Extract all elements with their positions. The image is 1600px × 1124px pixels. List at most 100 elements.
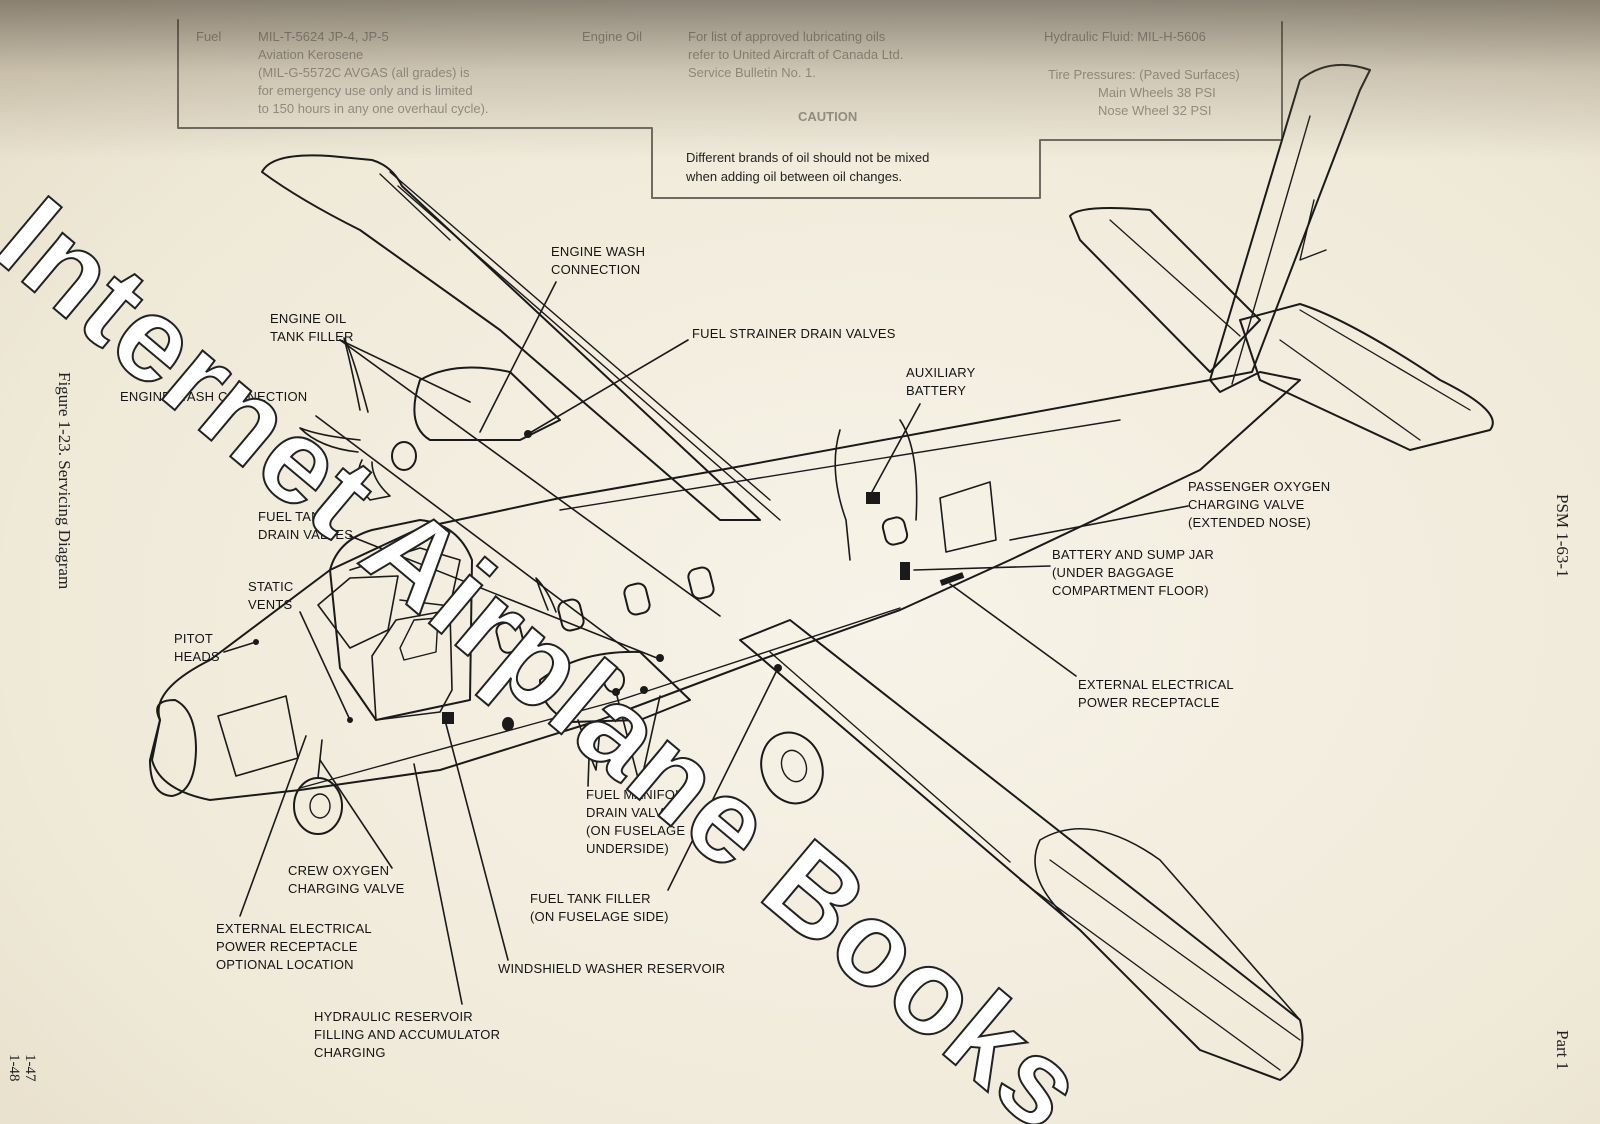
nose-gear-wheel — [293, 777, 343, 835]
header-box-outline — [177, 19, 1283, 199]
leader-hydraulic — [413, 763, 463, 1005]
callout-line: CHARGING VALVE — [1188, 497, 1305, 512]
callout-line: CHARGING VALVE — [288, 881, 405, 896]
leader-engine-oil-left — [339, 339, 721, 617]
callout-engine-wash-connection-top: ENGINE WASH CONNECTION — [551, 243, 645, 279]
left-propeller-blade — [299, 427, 361, 453]
callout-line: HYDRAULIC RESERVOIR — [314, 1009, 473, 1024]
cabin-door — [371, 609, 453, 721]
left-wing-flap-line — [379, 173, 451, 241]
left-wing-flap-line — [397, 185, 781, 521]
callout-engine-oil-tank-filler: ENGINE OIL TANK FILLER — [270, 310, 354, 346]
cabin-window — [881, 516, 909, 546]
right-horizontal-stabilizer — [1239, 303, 1494, 451]
callout-line: (UNDER BAGGAGE — [1052, 565, 1174, 580]
cabin-window — [623, 582, 651, 616]
power-receptacle-marker — [939, 572, 965, 586]
callout-line: (EXTENDED NOSE) — [1188, 515, 1311, 530]
callout-external-power-optional-location: EXTERNAL ELECTRICAL POWER RECEPTACLE OPT… — [216, 920, 372, 974]
cockpit-side-window — [399, 617, 439, 661]
rear-cabin-bulkhead — [834, 429, 851, 561]
leader-fuel-strainer — [527, 339, 689, 435]
nose-cone — [149, 699, 197, 797]
callout-line: STATIC — [248, 579, 294, 594]
leader-auxiliary-battery — [871, 403, 921, 493]
callout-external-power-receptacle: EXTERNAL ELECTRICAL POWER RECEPTACLE — [1078, 676, 1234, 712]
rudder-trim-tab — [1299, 199, 1327, 261]
leader-engine-wash-top — [479, 281, 557, 433]
cockpit-canopy — [329, 519, 473, 721]
callout-line: ENGINE OIL — [270, 311, 347, 326]
nose-gear-strut — [317, 739, 323, 779]
leader-static-vents — [299, 611, 351, 721]
fuselage-spine-line — [559, 419, 1121, 511]
auxiliary-battery-marker — [866, 492, 880, 504]
callout-line: COMPARTMENT FLOOR) — [1052, 583, 1209, 598]
callout-line: EXTERNAL ELECTRICAL — [216, 921, 372, 936]
callout-line: POWER RECEPTACLE — [1078, 695, 1220, 710]
callout-engine-wash-connection-left: ENGINE WASH CONNECTION — [120, 388, 307, 406]
leader-passenger-oxygen — [1009, 505, 1189, 541]
engine-oil-marker — [640, 686, 648, 694]
callout-line: POWER RECEPTACLE — [216, 939, 358, 954]
callout-line: CREW OXYGEN — [288, 863, 390, 878]
rudder-hinge-line — [1231, 115, 1311, 385]
leader-ext-power-optional — [239, 735, 307, 917]
callout-fuel-strainer-drain-valves: FUEL STRAINER DRAIN VALVES — [692, 325, 896, 343]
main-gear-hub — [780, 749, 808, 783]
callout-line: OPTIONAL LOCATION — [216, 957, 354, 972]
callout-auxiliary-battery: AUXILIARY BATTERY — [906, 364, 975, 400]
service-point-markers — [253, 430, 965, 731]
callout-line: UNDERSIDE) — [586, 841, 669, 856]
right-elevator-line — [1279, 339, 1421, 441]
callout-line: EXTERNAL ELECTRICAL — [1078, 677, 1234, 692]
cabin-window — [557, 598, 585, 632]
right-propeller-blade — [535, 577, 557, 613]
figure-caption: Figure 1-23. Servicing Diagram — [55, 372, 74, 590]
callout-line: FUEL TANK — [258, 509, 330, 524]
callout-line: CONNECTION — [551, 262, 641, 277]
leader-manifold-3 — [639, 695, 661, 787]
fuel-tank-filler-marker — [502, 717, 514, 731]
part-label: Part 1 — [1553, 1030, 1572, 1071]
page-numbers: 1-47 1-48 — [6, 1054, 38, 1082]
leader-fuel-tank-drain — [349, 535, 663, 661]
leader-lines — [223, 281, 1189, 1005]
right-elevator-line — [1299, 309, 1471, 411]
callout-line: FUEL STRAINER DRAIN VALVES — [692, 326, 896, 341]
fuselage-outline — [151, 371, 1301, 801]
left-engine-nacelle — [413, 366, 561, 441]
battery-sump-marker — [900, 562, 910, 580]
callout-hydraulic-reservoir: HYDRAULIC RESERVOIR FILLING AND ACCUMULA… — [314, 1008, 500, 1062]
callout-line: FUEL MANIFOLD — [586, 787, 693, 802]
left-engine-spinner — [391, 441, 417, 471]
left-horizontal-stabilizer — [1069, 207, 1261, 373]
rear-door — [939, 481, 997, 553]
right-wing-flap-line — [1019, 879, 1281, 1071]
right-wing-tip — [1034, 828, 1301, 1021]
nose-access-panel — [217, 695, 299, 777]
left-propeller-blade — [343, 337, 369, 413]
callout-line: HEADS — [174, 649, 220, 664]
leader-windshield-washer — [445, 723, 509, 961]
callout-line: BATTERY — [906, 383, 967, 398]
callout-fuel-manifold-drain-valves: FUEL MANIFOLD DRAIN VALVES (ON FUSELAGE … — [586, 786, 692, 858]
callout-line: AUXILIARY — [906, 365, 976, 380]
cabin-window — [495, 620, 525, 654]
callout-line: PASSENGER OXYGEN — [1188, 479, 1331, 494]
left-elevator-line — [1109, 219, 1241, 337]
leader-engine-oil-right — [339, 339, 471, 403]
callout-line: BATTERY AND SUMP JAR — [1052, 547, 1214, 562]
callout-line: (ON FUSELAGE SIDE) — [530, 909, 669, 924]
fuselage-belly-line — [299, 607, 901, 789]
callout-line: FUEL TANK FILLER — [530, 891, 651, 906]
callout-line: VENTS — [248, 597, 293, 612]
callout-battery-and-sump-jar: BATTERY AND SUMP JAR (UNDER BAGGAGE COMP… — [1052, 546, 1214, 600]
main-gear-wheel — [760, 731, 824, 805]
callout-windshield-washer-reservoir: WINDSHIELD WASHER RESERVOIR — [498, 960, 725, 978]
right-wing-leading-edge — [769, 651, 1011, 863]
left-propeller-blade — [357, 459, 391, 501]
left-wing-flap-line — [389, 171, 771, 501]
leader-ext-power-right — [949, 583, 1077, 677]
